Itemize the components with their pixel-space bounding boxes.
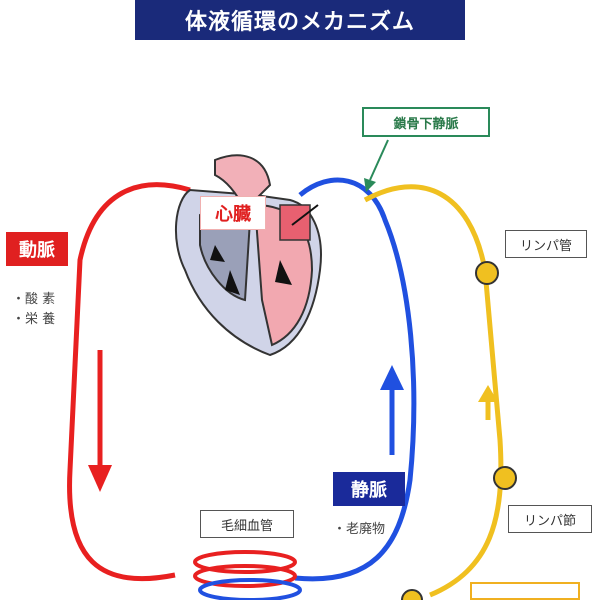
capillary-label: 毛細血管 xyxy=(200,510,294,538)
artery-notes: ・酸 素 ・栄 養 xyxy=(12,290,55,330)
lymph-node-label: リンパ節 xyxy=(508,505,592,533)
lymph-node-lower xyxy=(493,466,517,490)
artery-note-oxygen: ・酸 素 xyxy=(12,292,56,307)
vein-note-waste: ・老廃物 xyxy=(333,522,386,537)
artery-line xyxy=(67,182,191,582)
artery-arrow-down xyxy=(88,350,112,492)
vein-label: 静脈 xyxy=(333,472,405,506)
vein-notes: ・老廃物 xyxy=(333,520,385,540)
subclavian-vein-label: 鎖骨下静脈 xyxy=(362,107,490,137)
lymph-vessel-label: リンパ管 xyxy=(505,230,587,258)
lymph-partial-box xyxy=(470,582,580,600)
artery-label: 動脈 xyxy=(6,232,68,266)
heart-illustration xyxy=(174,154,322,357)
artery-note-nutrients: ・栄 養 xyxy=(12,312,56,327)
lymph-vessel-line xyxy=(363,184,504,598)
lymph-node-upper xyxy=(475,261,499,285)
page-title: 体液循環のメカニズム xyxy=(135,0,465,40)
vein-line xyxy=(294,177,417,582)
vein-arrow-up xyxy=(380,365,404,455)
capillary-coils xyxy=(193,550,302,600)
heart-label: 心臓 xyxy=(200,196,266,230)
lymph-arrow-up xyxy=(478,385,498,420)
subclavian-pointer xyxy=(364,139,389,192)
lymph-node-bottom xyxy=(401,589,423,600)
